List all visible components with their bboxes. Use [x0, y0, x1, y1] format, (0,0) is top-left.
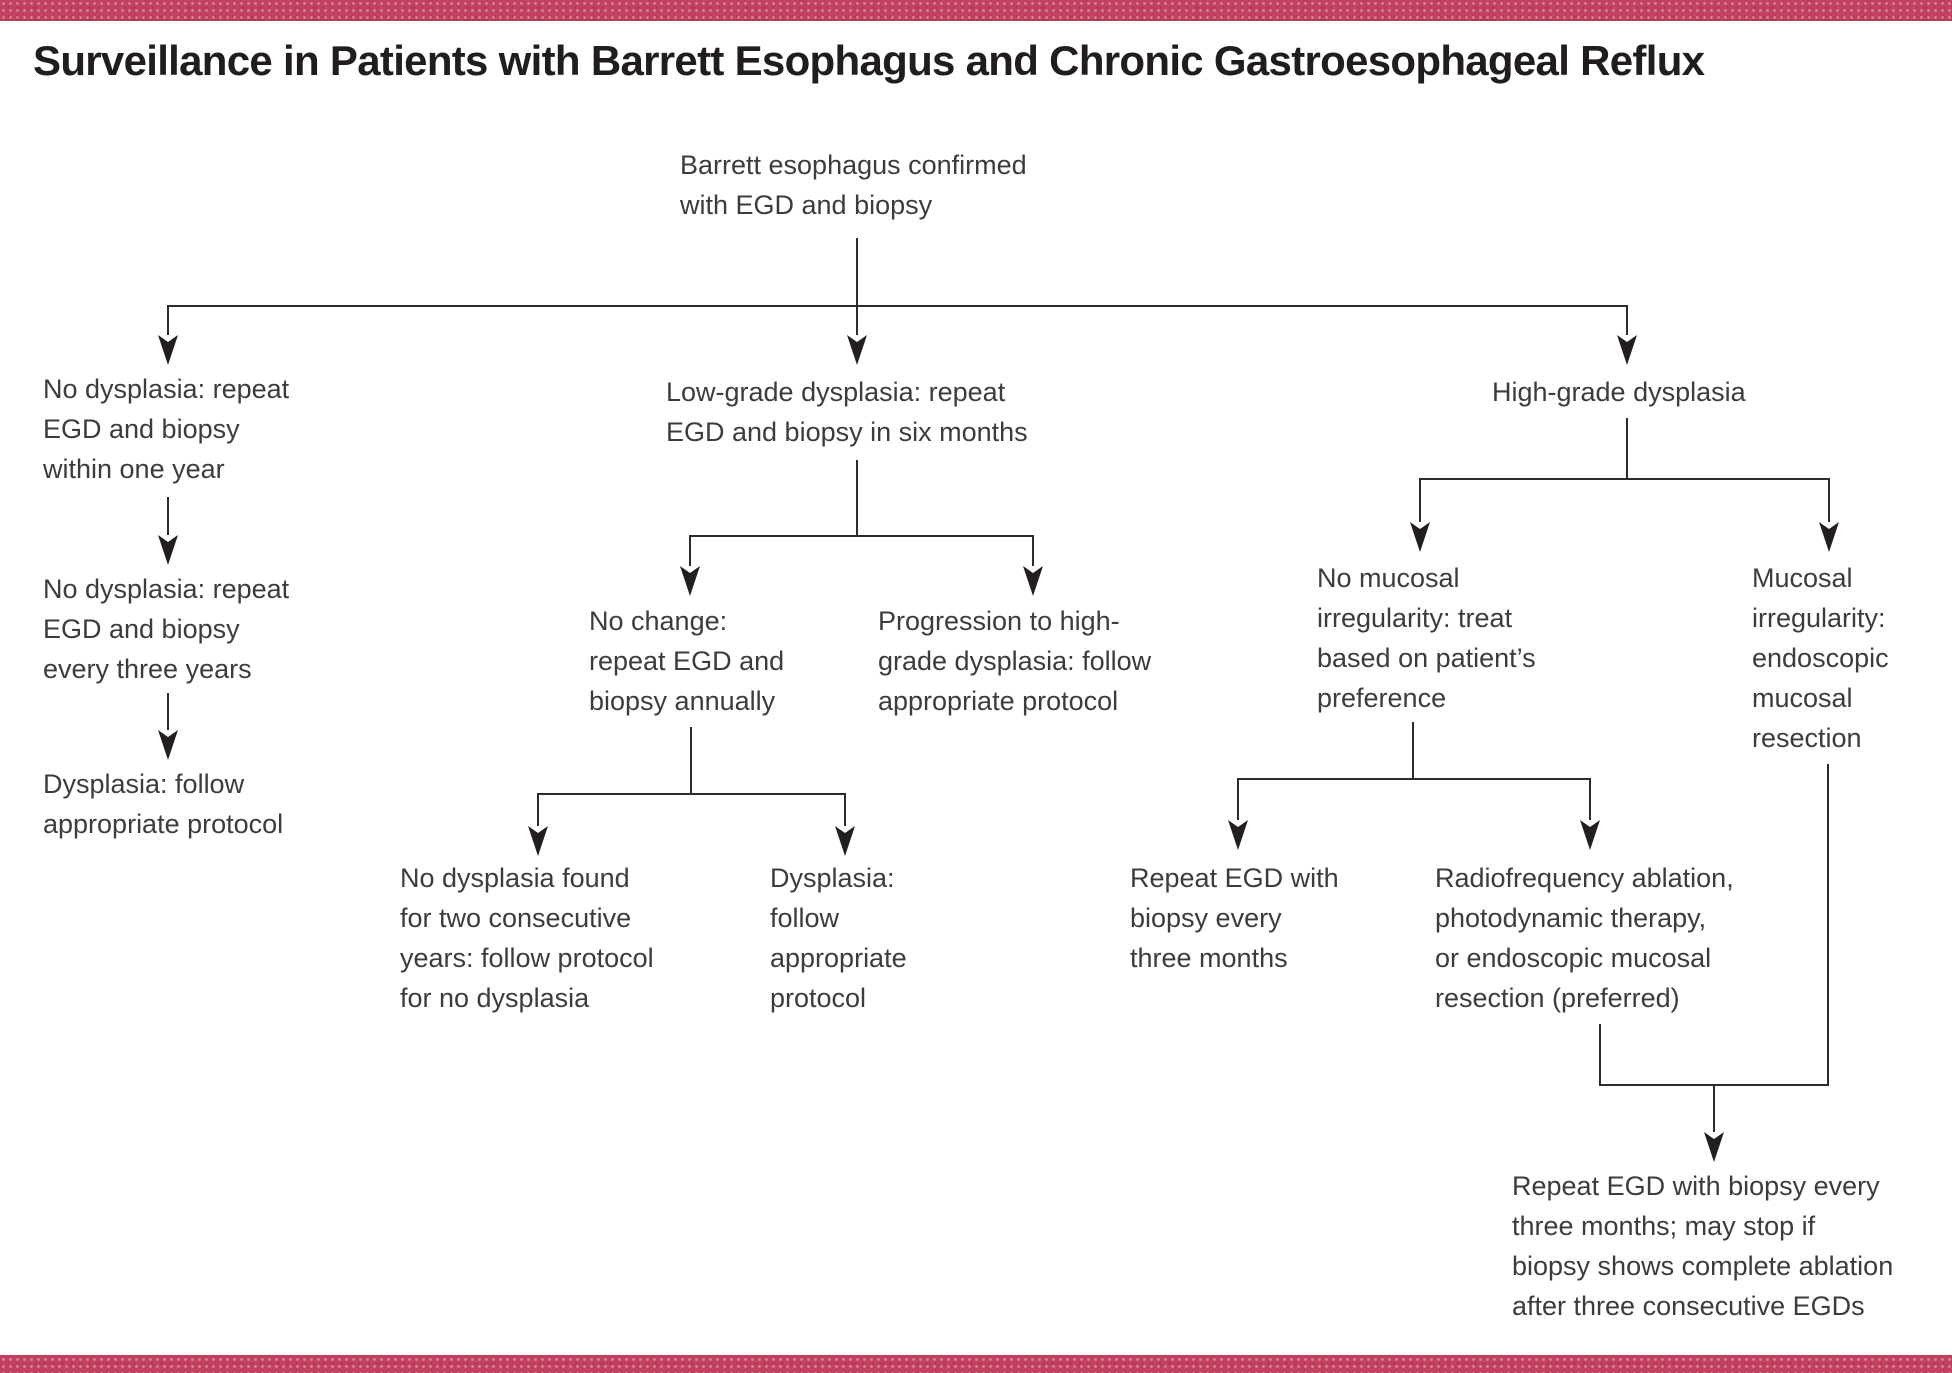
node-dysplasia-protocol: Dysplasia: follow appropriate protocol	[43, 769, 284, 839]
connector-line	[1420, 478, 1830, 480]
connector-line	[1237, 778, 1239, 820]
node-root: Barrett esophagus confirmed with EGD and…	[680, 150, 1027, 220]
node-no-mucosal-irregularity: No mucosal irregularity: treat based on …	[1317, 563, 1536, 713]
connector-line	[1713, 1086, 1715, 1132]
arrowhead-icon	[1023, 566, 1043, 596]
arrowhead-icon	[835, 826, 855, 856]
connector-line	[1626, 305, 1628, 335]
arrowhead-icon	[1580, 820, 1600, 850]
node-dysplasia-follow-protocol: Dysplasia: follow appropriate protocol	[770, 863, 907, 1013]
arrowhead-icon	[1410, 522, 1430, 552]
node-ablation-options: Radiofrequency ablation, photodynamic th…	[1435, 863, 1734, 1013]
arrowhead-icon	[158, 335, 178, 365]
node-repeat-egd-three-months: Repeat EGD with biopsy every three month…	[1130, 863, 1339, 973]
connector-line	[844, 793, 846, 826]
connector-line	[1412, 722, 1414, 779]
node-progression-high-grade: Progression to high- grade dysplasia: fo…	[878, 606, 1152, 716]
page-title: Surveillance in Patients with Barrett Es…	[33, 37, 1705, 84]
bottom-accent-bar	[0, 1355, 1952, 1373]
connector-line	[1626, 418, 1628, 480]
connector-line	[537, 793, 539, 826]
connector-line	[1599, 1084, 1829, 1086]
connector-line	[1419, 478, 1421, 522]
node-low-grade: Low-grade dysplasia: repeat EGD and biop…	[666, 377, 1028, 447]
connector-line	[167, 693, 169, 730]
arrowhead-icon	[158, 535, 178, 565]
node-mucosal-irregularity: Mucosal irregularity: endoscopic mucosal…	[1752, 563, 1889, 753]
node-high-grade: High-grade dysplasia	[1492, 377, 1746, 407]
connector-line	[1238, 778, 1591, 780]
connector-line	[538, 793, 846, 795]
arrowhead-icon	[847, 335, 867, 365]
connector-line	[690, 535, 1034, 537]
arrowhead-icon	[1819, 522, 1839, 552]
connector-line	[1827, 764, 1829, 1086]
connector-line	[167, 305, 169, 335]
connector-line	[690, 727, 692, 794]
node-no-dysplasia-two-years: No dysplasia found for two consecutive y…	[400, 863, 654, 1013]
arrowhead-icon	[1617, 335, 1637, 365]
node-no-dysplasia-one-year: No dysplasia: repeat EGD and biopsy with…	[43, 374, 290, 484]
connector-line	[1599, 1024, 1601, 1086]
arrowhead-icon	[158, 730, 178, 760]
arrowhead-icon	[1704, 1132, 1724, 1162]
connector-line	[856, 460, 858, 536]
connector-line	[689, 535, 691, 566]
node-post-treatment-surveillance: Repeat EGD with biopsy every three month…	[1512, 1171, 1894, 1321]
arrowhead-icon	[528, 826, 548, 856]
connector-line	[167, 497, 169, 535]
arrowhead-icon	[680, 566, 700, 596]
connector-line	[1032, 535, 1034, 566]
arrowhead-icon	[1228, 820, 1248, 850]
node-no-change: No change: repeat EGD and biopsy annuall…	[589, 606, 785, 716]
node-no-dysplasia-three-years: No dysplasia: repeat EGD and biopsy ever…	[43, 574, 290, 684]
connector-line	[856, 305, 858, 335]
connector-line	[856, 238, 858, 306]
top-accent-bar	[0, 0, 1952, 21]
connector-line	[1828, 478, 1830, 522]
connector-line	[168, 305, 1628, 307]
connector-line	[1589, 778, 1591, 820]
